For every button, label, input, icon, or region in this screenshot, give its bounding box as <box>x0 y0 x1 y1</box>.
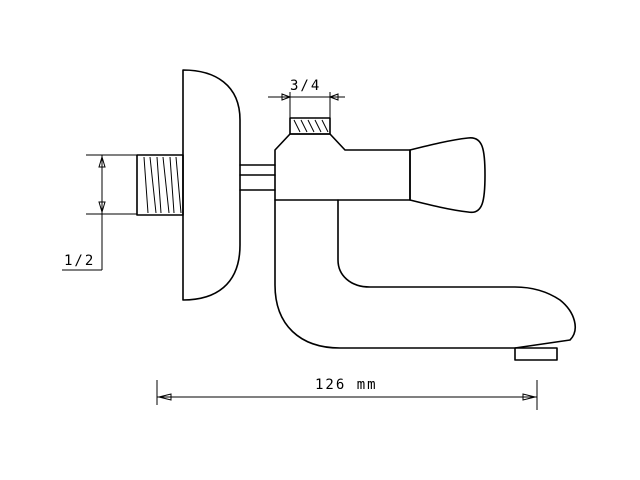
wall-connector <box>136 154 184 216</box>
escutcheon <box>182 69 241 301</box>
dimension-label-3-4: 3/4 <box>290 78 321 94</box>
faucet-body <box>274 133 411 201</box>
dimension-label-1-2: 1/2 <box>64 253 95 269</box>
spout <box>274 199 576 349</box>
connecting-stems <box>239 164 276 191</box>
dimension-overall-length: 126 mm <box>156 377 538 410</box>
lever-handle <box>409 137 486 214</box>
top-inlet-thread <box>289 117 331 135</box>
dimension-3-4: 3/4 <box>268 78 345 118</box>
dimension-label-overall-length: 126 mm <box>315 377 378 393</box>
aerator <box>514 347 558 361</box>
dimension-1-2: 1/2 <box>62 154 137 271</box>
